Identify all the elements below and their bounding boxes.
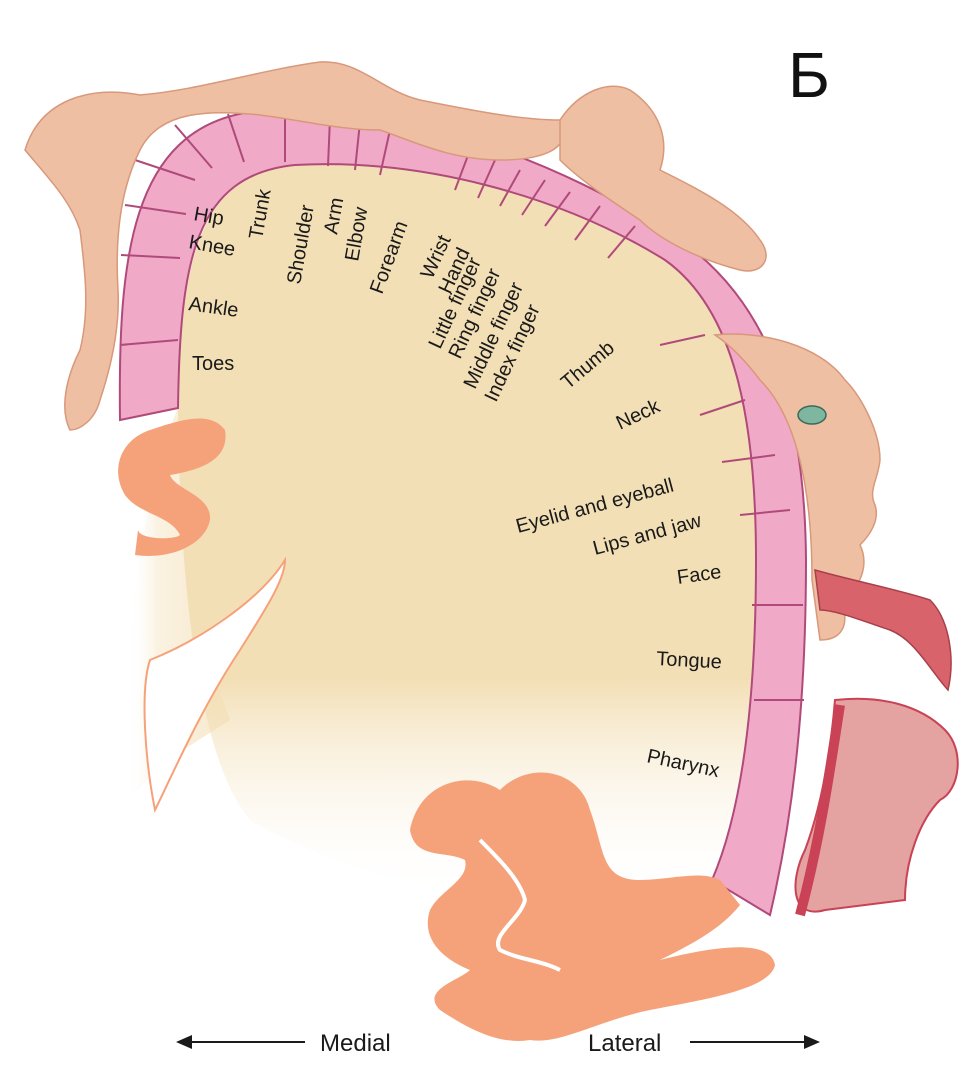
- label-toes: Toes: [192, 353, 234, 375]
- arrow-left-icon: [176, 1035, 192, 1049]
- axis-lateral: Lateral: [588, 1030, 661, 1057]
- label-tongue: Tongue: [656, 648, 723, 673]
- panel-letter: Б: [788, 39, 830, 111]
- axis-medial: Medial: [320, 1030, 391, 1057]
- eye-icon: [798, 406, 826, 424]
- arrow-right-icon: [804, 1035, 820, 1049]
